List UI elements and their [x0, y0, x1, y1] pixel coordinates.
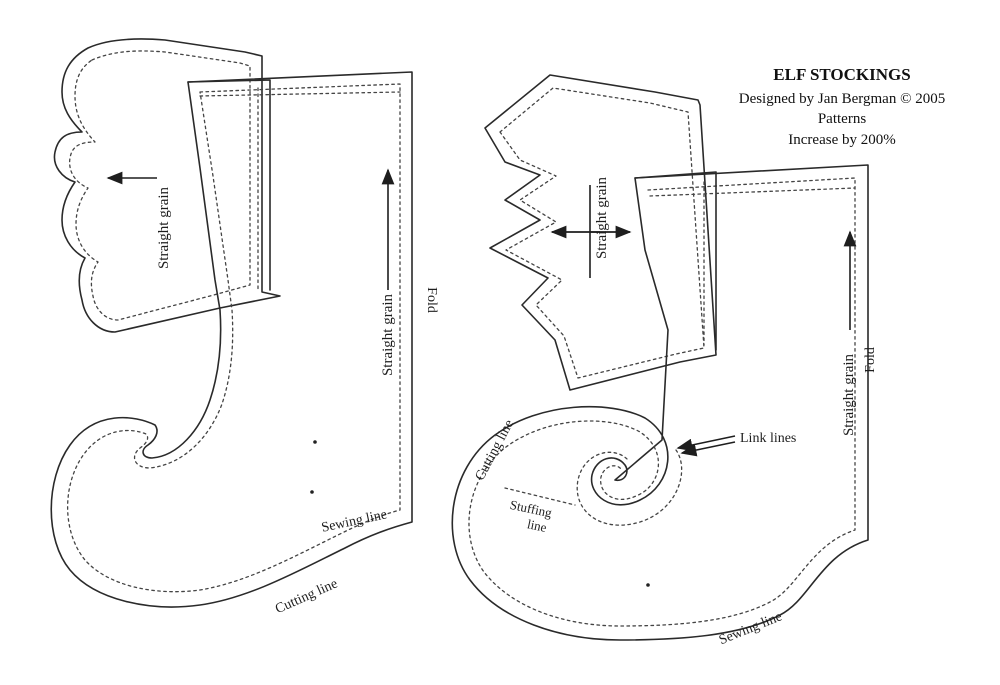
header-title: ELF STOCKINGS	[773, 65, 910, 84]
right-link-lines-label: Link lines	[740, 431, 796, 446]
left-body-sewing-line	[66, 83, 401, 593]
left-cuff-outline	[53, 38, 281, 333]
right-pattern: Straight grain Straight grain Fold Link …	[451, 74, 878, 648]
right-sewing-line-label: Sewing line	[717, 609, 784, 648]
left-cuff-sewing-line	[68, 50, 251, 321]
right-body-outline	[451, 164, 869, 641]
right-cuff-edge-stitch	[649, 187, 856, 197]
header-subtitle: Patterns	[818, 111, 866, 127]
left-cuff-edge	[187, 79, 271, 291]
left-body-grain-label: Straight grain	[380, 293, 396, 376]
left-fold-label: Fold	[424, 287, 439, 313]
right-cuff-edge	[634, 171, 717, 351]
right-cuff-grain-label: Straight grain	[594, 176, 610, 259]
right-fold-label: Fold	[863, 347, 878, 373]
right-toe-spiral-stitch	[576, 449, 683, 526]
left-cuff-grain-label: Straight grain	[156, 186, 172, 269]
right-stuffing-label-2: line	[526, 516, 548, 535]
left-sewing-line-label: Sewing line	[320, 507, 388, 535]
right-stuffing-line-mark	[504, 487, 576, 506]
right-link-arrow	[676, 435, 736, 452]
header-scale-note: Increase by 200%	[788, 132, 895, 148]
left-mark-dot	[313, 440, 317, 444]
right-cuff-outline	[484, 74, 717, 391]
left-mark-dot	[310, 490, 314, 494]
header-credit: Designed by Jan Bergman © 2005	[739, 91, 946, 107]
left-pattern: Straight grain Straight grain Fold Sewin…	[50, 38, 439, 617]
right-link-arrow	[680, 441, 736, 457]
left-body-outline	[50, 71, 413, 608]
right-cuff-sewing-line	[499, 87, 705, 379]
left-cutting-line-label: Cutting line	[273, 576, 340, 617]
header: ELF STOCKINGS Designed by Jan Bergman © …	[739, 65, 946, 148]
right-body-sewing-line	[468, 177, 856, 627]
right-mark-dot	[646, 583, 650, 587]
right-body-grain-label: Straight grain	[841, 353, 857, 436]
left-cuff-edge-stitch	[199, 91, 401, 97]
